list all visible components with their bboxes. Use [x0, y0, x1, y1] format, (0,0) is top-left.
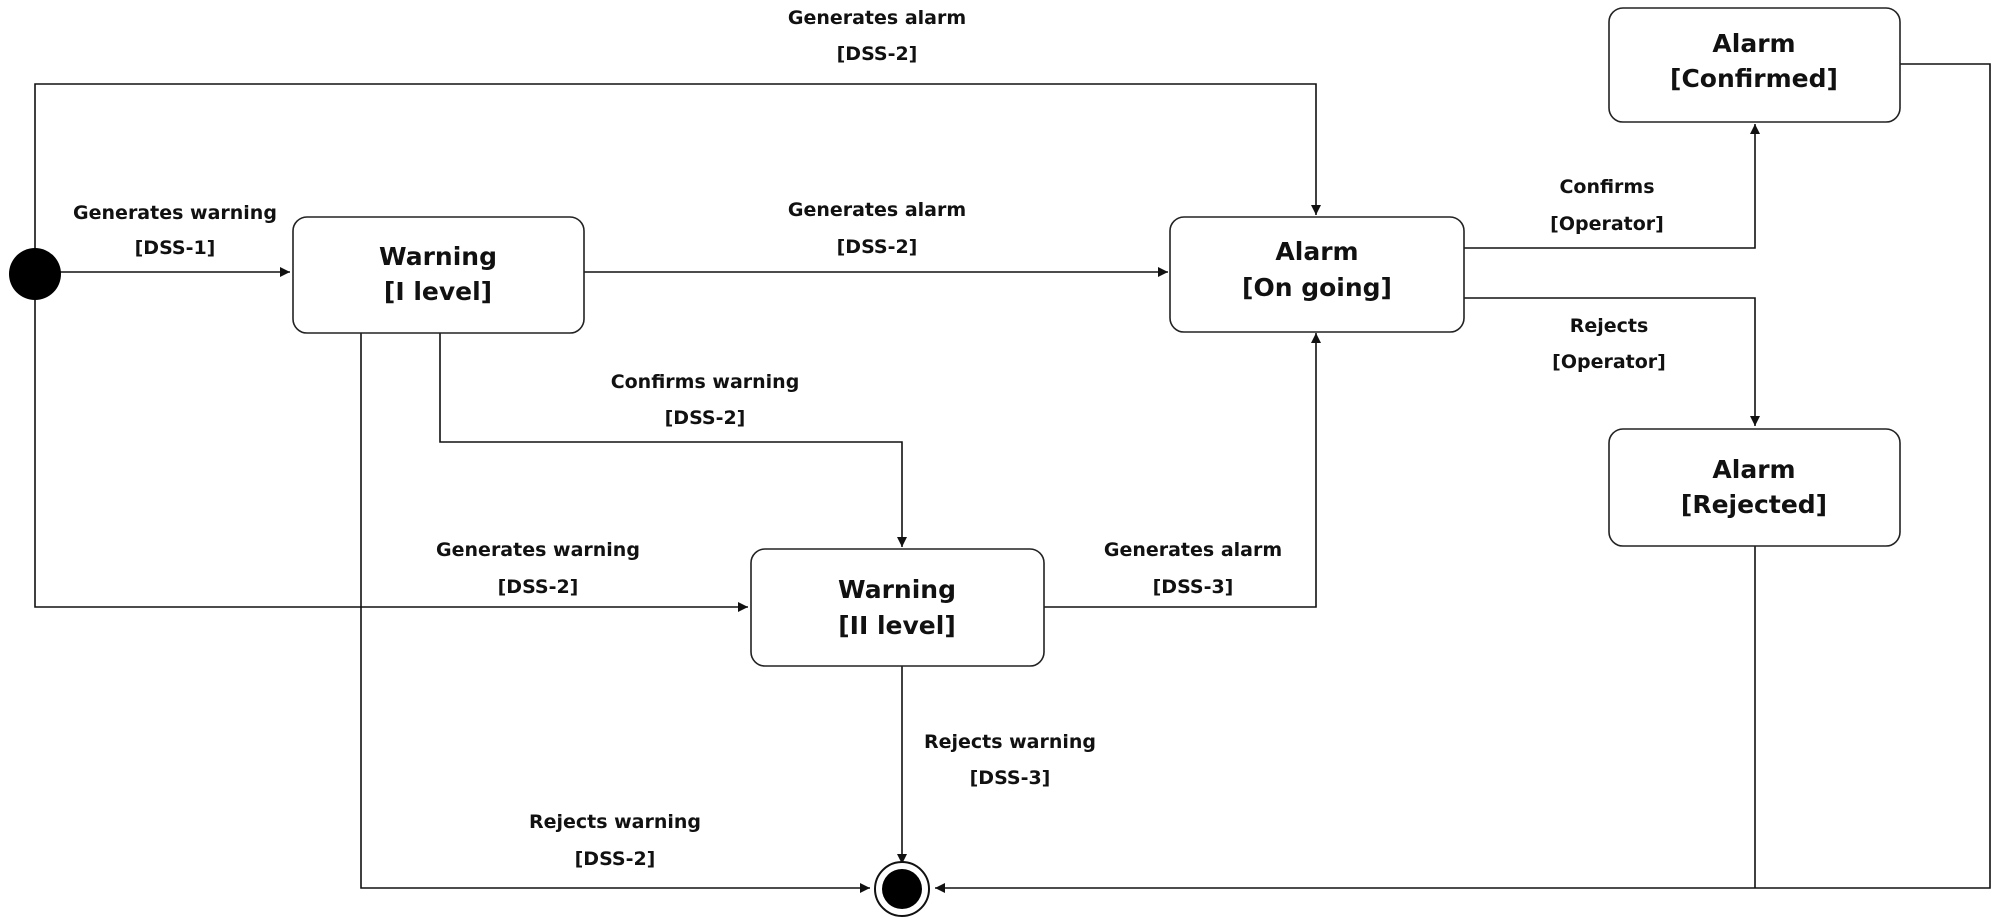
label-start-to-warning2-guard: [DSS-2] [498, 576, 579, 598]
label-start-to-warning1-event: Generates warning [73, 202, 277, 224]
edge-start-to-warning-2 [34, 278, 748, 612]
label-start-to-alarm-event: Generates alarm [788, 7, 966, 29]
label-warning1-rejects-guard: [DSS-2] [575, 848, 656, 870]
edge-alarm-ongoing-to-confirmed [1464, 124, 1760, 249]
edge-warning-2-to-alarm-ongoing [1044, 333, 1321, 608]
label-alarm-rejects-event: Rejects [1570, 315, 1649, 337]
label-warning2-rejects-event: Rejects warning [924, 731, 1096, 753]
state-warning-1: Warning [I level] [292, 216, 585, 334]
state-warning-2-level: [II level] [838, 611, 956, 640]
edge-confirmed-to-final [935, 63, 1991, 893]
label-warning2-to-alarm-event: Generates alarm [1104, 539, 1282, 561]
label-start-to-alarm-guard: [DSS-2] [837, 43, 918, 65]
label-warning1-to-warning2-event: Confirms warning [611, 371, 800, 393]
label-start-to-warning2-event: Generates warning [436, 539, 640, 561]
edge-warning-1-to-final [360, 333, 870, 893]
state-alarm-rejected-title: Alarm [1712, 455, 1795, 484]
state-alarm-confirmed-title: Alarm [1712, 29, 1795, 58]
edge-alarm-ongoing-to-rejected [1464, 297, 1760, 426]
final-node [874, 861, 930, 917]
edge-start-to-alarm-ongoing [34, 83, 1321, 270]
label-warning1-to-alarm-event: Generates alarm [788, 199, 966, 221]
label-warning1-to-warning2-guard: [DSS-2] [665, 407, 746, 429]
state-alarm-confirmed-status: [Confirmed] [1670, 64, 1838, 93]
state-warning-2: Warning [II level] [750, 548, 1045, 667]
edge-warning-1-to-warning-2 [439, 333, 907, 547]
state-alarm-confirmed: Alarm [Confirmed] [1608, 7, 1901, 123]
label-warning2-to-alarm-guard: [DSS-3] [1153, 576, 1234, 598]
state-alarm-rejected-status: [Rejected] [1681, 490, 1827, 519]
edge-labels: Generates alarm [DSS-2] Generates warnin… [73, 7, 1666, 870]
label-alarm-confirms-guard: [Operator] [1550, 213, 1664, 235]
label-alarm-confirms-event: Confirms [1559, 176, 1654, 198]
state-alarm-ongoing-status: [On going] [1242, 273, 1392, 302]
initial-node [9, 248, 61, 300]
state-warning-1-title: Warning [379, 242, 497, 271]
state-alarm-ongoing-title: Alarm [1275, 237, 1358, 266]
state-warning-1-level: [I level] [384, 277, 492, 306]
label-warning1-rejects-event: Rejects warning [529, 811, 701, 833]
state-warning-2-title: Warning [838, 575, 956, 604]
label-start-to-warning1-guard: [DSS-1] [135, 237, 216, 259]
edges [34, 63, 1991, 893]
label-alarm-rejects-guard: [Operator] [1552, 351, 1666, 373]
state-alarm-rejected: Alarm [Rejected] [1608, 428, 1901, 547]
label-warning2-rejects-guard: [DSS-3] [970, 767, 1051, 789]
state-alarm-ongoing: Alarm [On going] [1169, 216, 1465, 333]
label-warning1-to-alarm-guard: [DSS-2] [837, 236, 918, 258]
